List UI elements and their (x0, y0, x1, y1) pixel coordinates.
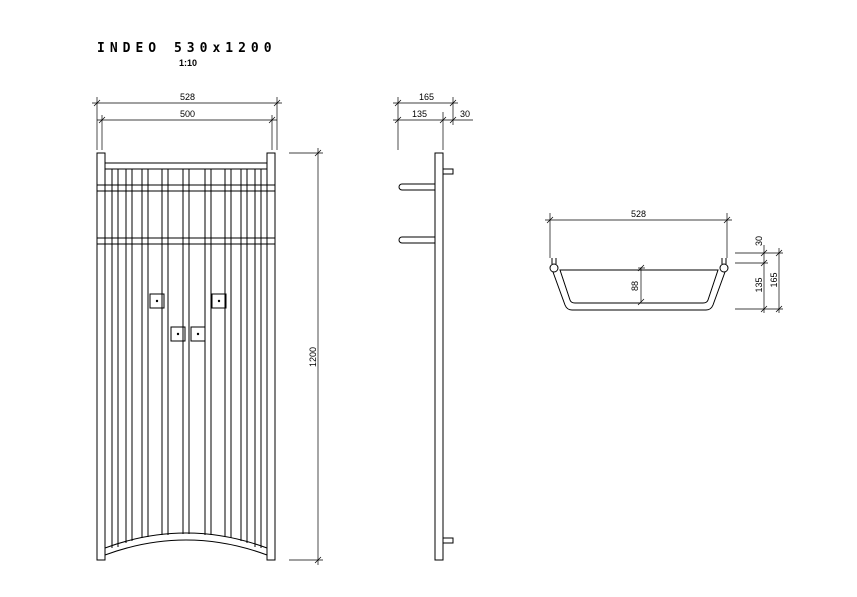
top-dim-depth-165-label: 165 (769, 272, 779, 287)
side-dim-bar-depth-label: 135 (412, 109, 427, 119)
front-vertical-tubes (111, 169, 262, 548)
top-dim-width: 528 (545, 209, 732, 258)
front-dim-inner-width-label: 500 (180, 109, 195, 119)
top-dim-inner-depth-label: 88 (630, 281, 640, 291)
top-left-post (549, 263, 559, 273)
front-bottom-arc-lower (104, 539, 268, 556)
top-right-post (719, 263, 729, 273)
drawing-title: INDEO 530x1200 (97, 41, 277, 56)
front-towel-bar-lower (96, 237, 276, 245)
top-dim-width-label: 528 (631, 209, 646, 219)
top-view: 528 88 (545, 209, 783, 313)
side-dim-bar-depth: 135 30 (393, 109, 473, 150)
front-dim-height: 1200 (289, 148, 323, 565)
side-wall-bracket-top (442, 168, 454, 175)
side-dim-total-depth: 165 (393, 92, 458, 150)
front-view: 528 500 (92, 92, 323, 565)
side-view: 165 135 30 (393, 92, 473, 561)
front-dim-height-label: 1200 (308, 347, 318, 367)
drawing-scale: 1:10 (179, 58, 197, 68)
side-post (434, 152, 444, 561)
side-dim-total-depth-label: 165 (419, 92, 434, 102)
side-towel-bar-upper (398, 183, 435, 191)
top-dim-top-offset-label: 30 (754, 236, 764, 246)
front-dim-inner-width: 500 (97, 109, 277, 150)
top-u-bar-outer (552, 271, 726, 311)
top-dim-depth-135-label: 135 (754, 277, 764, 292)
front-left-post (96, 152, 106, 561)
front-mounting-brackets (149, 293, 227, 342)
top-dim-inner-depth: 88 (630, 264, 645, 306)
top-dim-right: 30 135 165 (735, 236, 783, 313)
front-top-rail (104, 162, 268, 170)
front-bottom-arc-upper (104, 532, 268, 549)
top-u-bar-inner (559, 269, 719, 304)
front-right-post (266, 152, 276, 561)
front-dim-outer-width-label: 528 (180, 92, 195, 102)
side-wall-bracket-bottom (442, 537, 454, 544)
side-towel-bar-lower (398, 236, 435, 244)
front-towel-bar-upper (96, 184, 276, 192)
side-dim-wall-gap-label: 30 (460, 109, 470, 119)
front-dim-outer-width: 528 (92, 92, 282, 150)
